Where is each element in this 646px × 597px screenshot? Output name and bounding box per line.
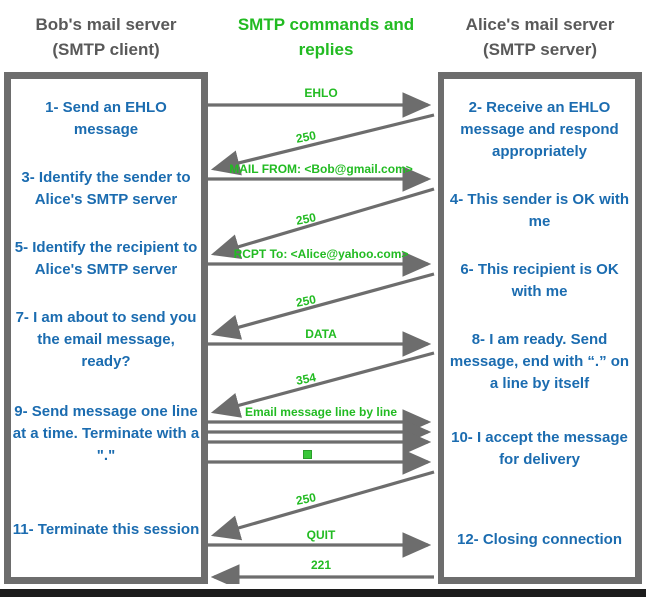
label-ehlo: EHLO [304, 86, 338, 100]
server-panel-inner: 2- Receive an EHLO message and respond a… [444, 79, 635, 577]
client-panel: 1- Send an EHLO message 3- Identify the … [4, 72, 208, 584]
column-header-middle-line2: replies [298, 40, 354, 59]
column-header-server: Alice's mail server (SMTP server) [440, 12, 640, 62]
client-step-11: 11- Terminate this session [12, 521, 200, 538]
client-panel-inner: 1- Send an EHLO message 3- Identify the … [11, 79, 201, 577]
server-panel: 2- Receive an EHLO message and respond a… [437, 72, 642, 584]
client-step-5: 5- Identify the recipient to Alice's SMT… [14, 239, 198, 278]
label-mail-from: MAIL FROM: <Bob@gmail.com> [229, 162, 413, 176]
arrow-layer [208, 92, 435, 584]
server-step-4: 4- This sender is OK with me [449, 191, 630, 230]
column-header-middle: SMTP commands and replies [218, 12, 434, 62]
client-step-7: 7- I am about to send you the email mess… [15, 309, 197, 370]
client-step-9: 9- Send message one line at a time. Term… [12, 403, 200, 464]
label-reply-221: 221 [310, 558, 332, 572]
bottom-strip [0, 589, 646, 597]
server-step-10: 10- I accept the message for delivery [451, 429, 628, 468]
column-header-server-line1: Alice's mail server [465, 15, 615, 34]
arrow-reply-250-a [210, 113, 435, 176]
message-lane: EHLO 250 MAIL FROM: <Bob@gmail.com> 250 … [208, 72, 438, 584]
server-step-12: 12- Closing connection [456, 531, 622, 548]
column-header-server-line2: (SMTP server) [482, 40, 597, 59]
arrow-reply-354 [210, 351, 435, 418]
label-email-message: Email message line by line [244, 405, 398, 419]
label-rcpt-to: RCPT To: <Alice@yahoo.com> [233, 247, 409, 261]
column-header-client: Bob's mail server (SMTP client) [6, 12, 206, 62]
label-data: DATA [305, 327, 337, 341]
column-header-client-line1: Bob's mail server [35, 15, 177, 34]
arrow-reply-250-c [210, 272, 435, 340]
server-step-8: 8- I am ready. Send message, end with “.… [449, 331, 630, 392]
client-step-3: 3- Identify the sender to Alice's SMTP s… [21, 169, 191, 208]
client-step-1: 1- Send an EHLO message [45, 99, 167, 138]
arrow-reply-250-d [210, 470, 435, 541]
arrow-reply-250-b [210, 187, 435, 260]
column-header-middle-line1: SMTP commands and [237, 15, 415, 34]
server-step-6: 6- This recipient is OK with me [460, 261, 619, 300]
column-header-client-line2: (SMTP client) [52, 40, 160, 59]
message-terminator-dot-icon [303, 450, 312, 459]
label-quit: QUIT [306, 528, 336, 542]
server-step-2: 2- Receive an EHLO message and respond a… [460, 99, 619, 160]
